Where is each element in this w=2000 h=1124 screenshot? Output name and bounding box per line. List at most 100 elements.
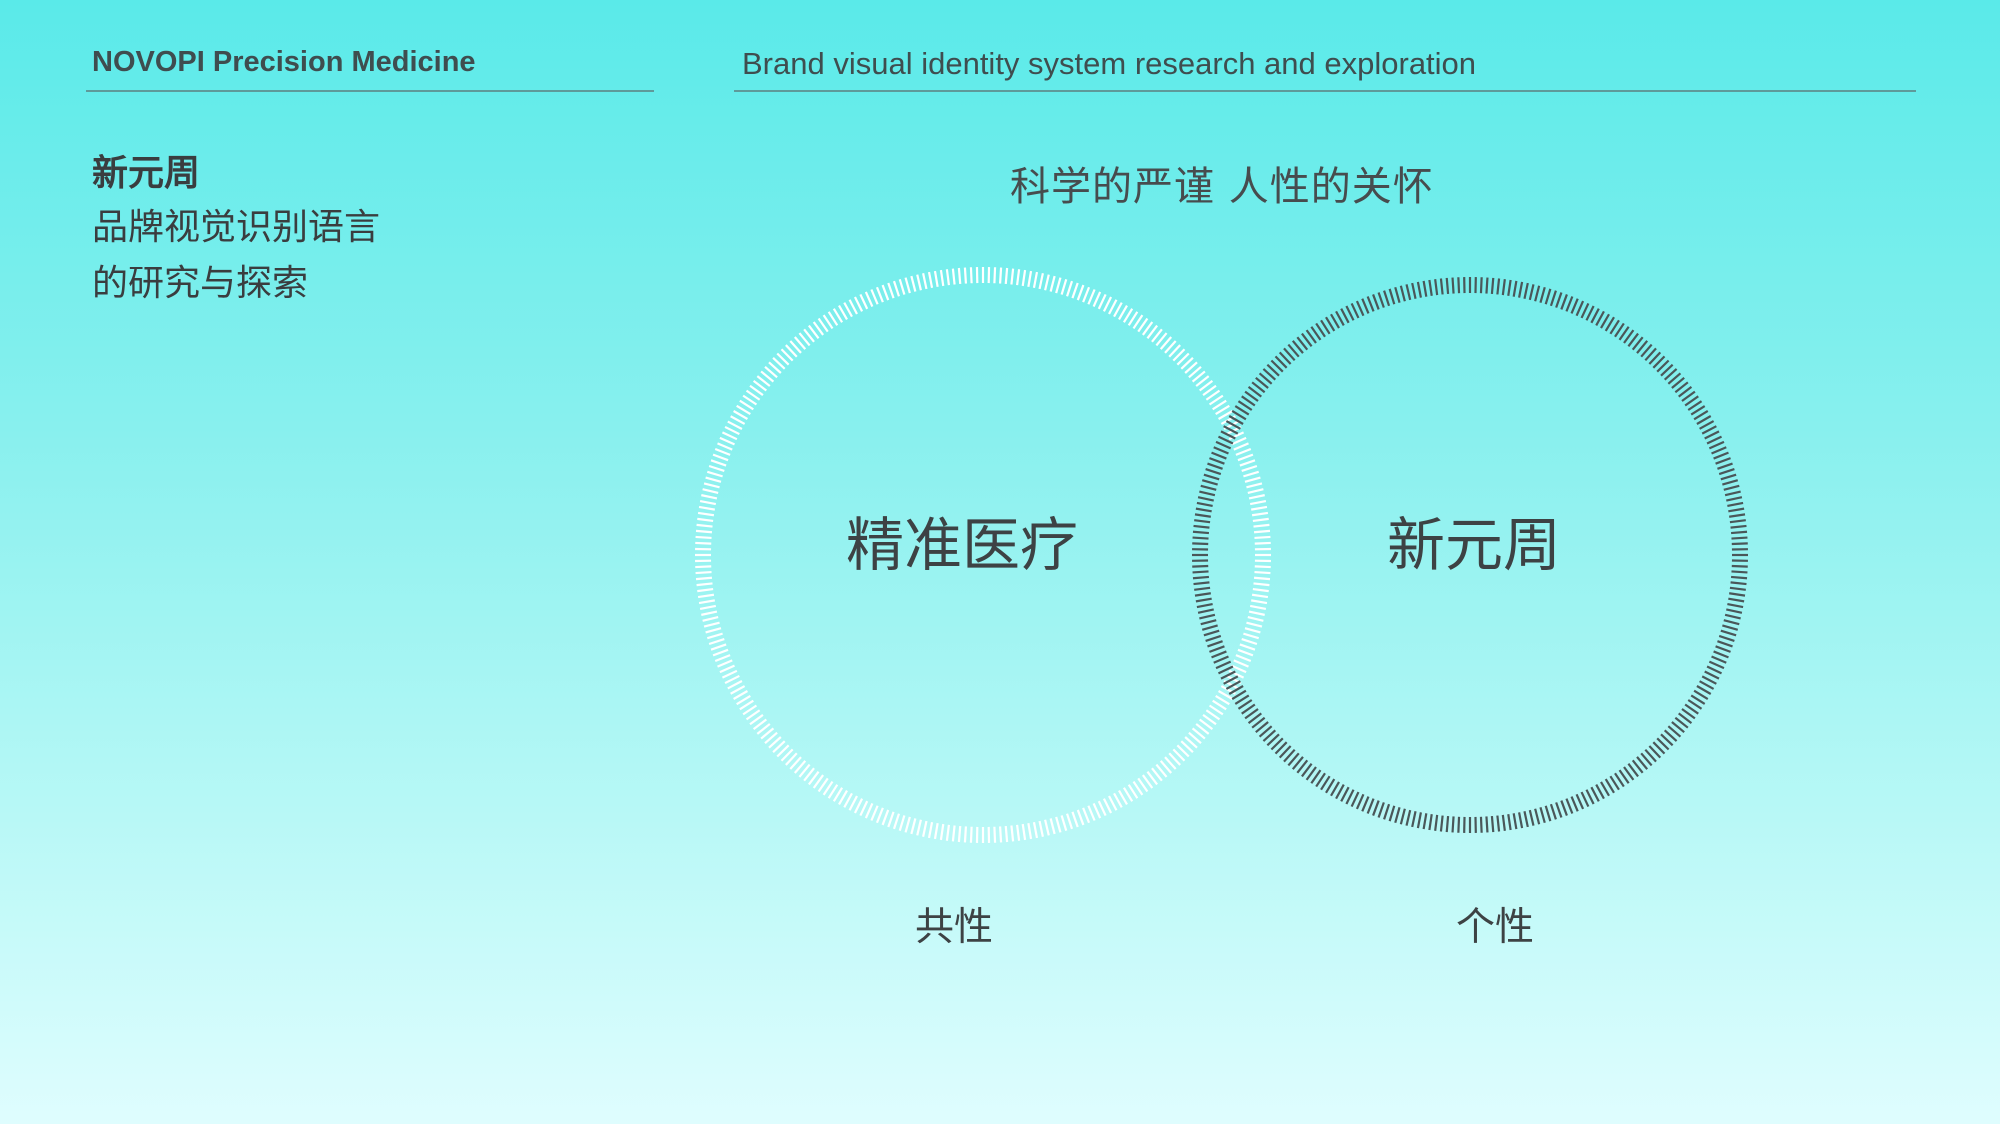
ring-tick xyxy=(1192,536,1209,540)
ring-tick xyxy=(1699,680,1715,690)
ring-tick xyxy=(1209,457,1225,465)
ring-tick xyxy=(1199,613,1216,620)
ring-tick xyxy=(1004,825,1009,843)
ring-tick xyxy=(1713,451,1729,460)
ring-tick xyxy=(1258,725,1273,738)
ring-tick xyxy=(1631,759,1644,774)
ring-tick xyxy=(1684,703,1699,715)
ring-tick xyxy=(1252,517,1269,523)
ring-tick xyxy=(1220,670,1236,680)
ring-tick xyxy=(1217,665,1234,675)
ring-tick xyxy=(1485,277,1489,294)
ring-tick xyxy=(1614,772,1625,788)
ring-tick xyxy=(853,296,864,312)
ring-tick xyxy=(1320,775,1331,791)
ring-tick xyxy=(1241,395,1256,407)
ring-tick xyxy=(1652,355,1666,369)
ring-tick xyxy=(939,823,945,841)
ring-tick xyxy=(1445,815,1450,833)
ring-tick xyxy=(1678,712,1693,724)
ring-tick xyxy=(1196,603,1213,609)
ring-tick xyxy=(1208,394,1224,406)
ring-tick xyxy=(1127,784,1139,799)
ring-tick xyxy=(1715,457,1731,465)
ring-tick xyxy=(993,267,997,284)
ring-tick xyxy=(1428,279,1433,296)
ring-tick xyxy=(1394,286,1401,303)
ring-tick xyxy=(1218,410,1233,420)
ring-tick xyxy=(1729,519,1746,524)
ring-tick xyxy=(772,740,786,753)
ring-tick xyxy=(1575,793,1585,810)
ring-tick xyxy=(1251,593,1269,599)
ring-tick xyxy=(1244,476,1261,483)
ring-tick xyxy=(1422,813,1428,830)
ring-tick xyxy=(803,767,815,782)
ring-tick xyxy=(717,442,733,451)
ring-tick xyxy=(764,731,778,745)
ring-tick xyxy=(1223,675,1239,685)
ring-tick xyxy=(1663,729,1678,742)
ring-tick xyxy=(1555,802,1563,818)
ring-tick xyxy=(710,459,727,467)
ring-tick xyxy=(1228,415,1244,425)
ring-tick xyxy=(1560,294,1568,310)
ring-tick xyxy=(789,340,802,354)
brand-name: 新元周 xyxy=(92,153,201,194)
ring-tick xyxy=(697,593,715,599)
ring-tick xyxy=(1730,581,1747,586)
ring-tick xyxy=(1523,811,1529,828)
ring-tick xyxy=(1010,268,1015,285)
ring-tick xyxy=(1560,800,1568,816)
ring-tick xyxy=(1220,430,1236,440)
ring-tick xyxy=(698,599,715,605)
ring-tick xyxy=(1723,619,1740,626)
ring-tick xyxy=(1038,273,1044,290)
ring-tick xyxy=(1233,442,1249,451)
ring-tick xyxy=(1208,704,1224,716)
ring-tick xyxy=(742,704,758,716)
ring-tick xyxy=(881,284,890,301)
brand-block: 新元周 品牌视觉识别语言 的研究与探索 xyxy=(92,148,552,312)
brand-line-1: 品牌视觉识别语言 xyxy=(92,207,381,248)
ring-tick xyxy=(939,269,945,287)
ring-tick xyxy=(798,332,811,347)
ring-tick xyxy=(933,270,939,287)
ring-tick xyxy=(812,774,825,789)
ring-tick xyxy=(1490,277,1495,295)
ring-tick xyxy=(1667,372,1682,385)
ring-tick xyxy=(1262,368,1277,381)
ring-tick xyxy=(1253,529,1271,534)
ring-tick xyxy=(1507,279,1512,296)
ring-tick xyxy=(1195,597,1212,603)
ring-tick xyxy=(1211,451,1227,460)
ring-tick xyxy=(1172,748,1186,762)
ring-tick xyxy=(1501,279,1506,296)
ring-tick xyxy=(1066,280,1074,297)
ring-tick xyxy=(1722,624,1739,631)
ring-tick xyxy=(1731,536,1748,540)
ring-tick xyxy=(1644,748,1657,763)
ring-tick xyxy=(1690,694,1706,705)
ring-tick xyxy=(1234,694,1250,705)
ring-tick xyxy=(1141,774,1154,789)
ring-tick xyxy=(1729,592,1746,597)
ring-tick xyxy=(1416,812,1422,829)
ring-tick xyxy=(1291,340,1304,354)
ring-tick xyxy=(870,289,879,305)
ring-tick xyxy=(1207,640,1223,648)
ring-tick xyxy=(1366,798,1375,814)
ring-tick xyxy=(721,669,738,679)
ring-tick xyxy=(695,535,712,540)
ring-tick xyxy=(1394,807,1401,824)
ring-tick xyxy=(1720,629,1737,637)
ring-tick xyxy=(1335,310,1345,326)
ring-tick xyxy=(1693,410,1709,421)
ring-tick xyxy=(1715,645,1731,653)
ring-tick xyxy=(780,348,794,362)
ring-tick xyxy=(1528,284,1535,301)
ring-tick xyxy=(1618,769,1630,784)
ring-tick xyxy=(969,826,973,843)
ring-tick xyxy=(998,267,1003,284)
ring-tick xyxy=(1235,447,1252,456)
